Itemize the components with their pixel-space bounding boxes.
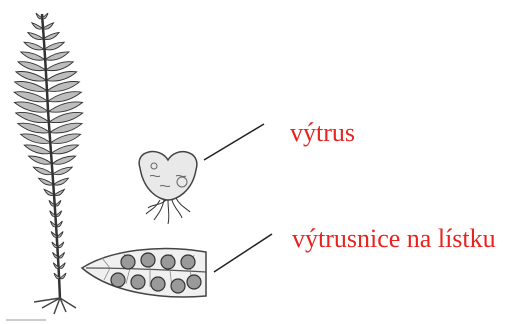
fern-illustration <box>14 13 83 314</box>
fern-leaflet <box>48 92 82 102</box>
sporangium <box>141 253 155 267</box>
sporangium <box>171 279 185 293</box>
fern-leaflet <box>55 200 61 206</box>
fern-leaflet <box>56 221 62 227</box>
fern-leaflet <box>60 273 66 279</box>
fern-leaflet <box>21 52 45 60</box>
fern-leaflet <box>53 167 72 175</box>
fern-leaflet <box>59 252 65 258</box>
fern-leaflet <box>51 145 78 154</box>
fern-leaflet <box>44 42 64 50</box>
fern-leaflet <box>33 167 52 175</box>
fern-leaflet <box>47 81 79 91</box>
fern-leaflet <box>43 32 59 39</box>
spore-leader-line <box>204 124 264 160</box>
fern-leaflet <box>18 62 46 71</box>
sporangia-label: výtrusnice na lístku <box>292 226 496 252</box>
fern-leaflet <box>57 232 63 238</box>
fern-leaflet <box>24 145 51 154</box>
spore-label: výtrus <box>290 120 355 146</box>
fern-leaflet <box>50 123 82 133</box>
fern-leaflet <box>49 112 83 122</box>
fern-leaflet <box>14 92 48 102</box>
fern-leaflet <box>45 52 69 60</box>
fern-leaflet <box>16 112 50 122</box>
fern-leaflet <box>51 134 81 143</box>
spore-illustration <box>139 152 197 224</box>
fern-leaflet <box>21 134 51 143</box>
fern-leaflet <box>18 123 50 133</box>
fern-roots <box>34 298 76 314</box>
fern-leaflet <box>16 72 46 82</box>
fern-leaflet <box>56 211 62 217</box>
fern-leaflet <box>48 102 82 112</box>
sporangium <box>151 277 165 291</box>
fern-leaflet <box>59 263 65 269</box>
fern-leaflet <box>15 81 47 91</box>
sporangia-leader-line <box>214 234 272 272</box>
fern-leaflet <box>54 189 64 195</box>
leaflet-illustration <box>82 249 206 297</box>
fern-leaflet <box>43 23 54 29</box>
fern-leaflet <box>29 156 53 164</box>
sporangium <box>161 255 175 269</box>
fern-leaflet <box>52 156 76 164</box>
fern-leaflet <box>58 242 64 248</box>
sporangium <box>111 273 125 287</box>
fern-leaflet <box>46 62 74 71</box>
fern-leaflet <box>46 72 76 82</box>
spore-threads <box>146 198 190 224</box>
sporangium <box>131 275 145 289</box>
fern-leaflet <box>14 102 48 112</box>
sporangium <box>181 255 195 269</box>
fern-leaflet <box>28 32 44 39</box>
sporangium <box>187 275 201 289</box>
sporangium <box>121 255 135 269</box>
fern-leaflet <box>24 42 44 50</box>
fern-leaflet <box>39 178 54 185</box>
fern-leaflets <box>14 13 83 279</box>
fern-leaflet <box>54 178 69 185</box>
fern-leaflet <box>32 23 43 29</box>
